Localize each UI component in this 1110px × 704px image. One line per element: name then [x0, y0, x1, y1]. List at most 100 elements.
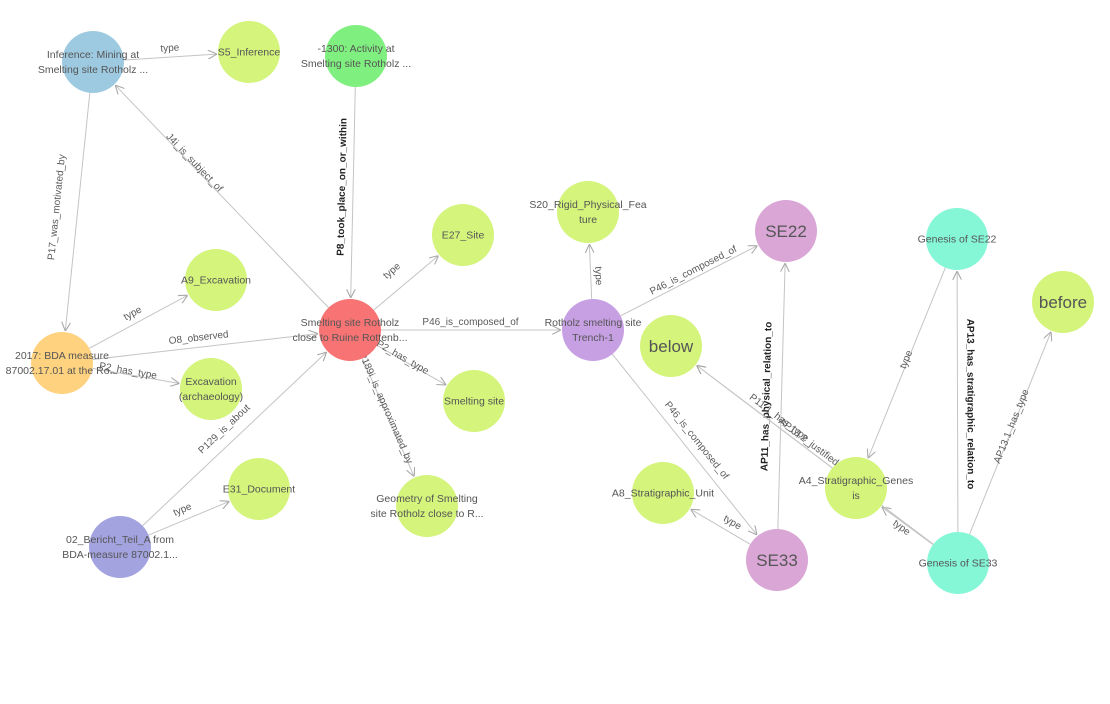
node-se22[interactable]: SE22 [755, 200, 817, 262]
node-circle[interactable] [825, 457, 887, 519]
node-label: Genesis of SE33 [919, 558, 998, 570]
node-label: 87002.17.01 at the Ro... [6, 365, 119, 377]
node-label: Trench-1 [572, 332, 614, 344]
node-label: before [1039, 293, 1087, 312]
node-label: close to Ruine Rottenb... [293, 332, 408, 344]
node-circle[interactable] [746, 529, 808, 591]
edge-trench-to-s20[interactable] [589, 245, 591, 300]
node-circle[interactable] [185, 249, 247, 311]
edge-inference-to-s5[interactable] [123, 54, 216, 61]
edge-bericht-to-e31[interactable] [148, 502, 229, 536]
node-label: A4_Stratigraphic_Genes [799, 475, 913, 487]
node-label: site Rotholz close to R... [370, 508, 483, 520]
edge-bda-to-site[interactable] [92, 334, 317, 360]
edge-genesis33-to-a4[interactable] [883, 508, 934, 546]
node-circle[interactable] [927, 532, 989, 594]
edge-bda-to-excavation[interactable] [92, 367, 179, 383]
node-label: SE22 [765, 222, 807, 241]
node-se33[interactable]: SE33 [746, 529, 808, 591]
edge-genesis22-to-a4[interactable] [868, 267, 946, 458]
node-circle[interactable] [180, 358, 242, 420]
node-circle[interactable] [325, 25, 387, 87]
node-circle[interactable] [1032, 271, 1094, 333]
edge-inference-to-bda[interactable] [65, 92, 91, 330]
node-label: Excavation [185, 376, 237, 388]
edge-bericht-to-site[interactable] [142, 353, 326, 527]
edge-label: P46_is_composed_of [422, 317, 518, 328]
edge-site-to-smelting[interactable] [376, 344, 445, 384]
edge-genesis33-to-below[interactable] [697, 366, 934, 545]
node-label: ture [579, 214, 597, 226]
edge-activity-to-site[interactable] [351, 86, 356, 297]
edge-label: type [592, 266, 604, 286]
node-excavation[interactable]: Excavation (archaeology) [179, 358, 243, 420]
node-label: Genesis of SE22 [918, 234, 997, 246]
node-label: BDA-measure 87002.1... [62, 549, 178, 561]
node-circle[interactable] [89, 516, 151, 578]
node-s5[interactable]: S5_Inference [218, 21, 281, 83]
edge-genesis33-to-genesis22[interactable] [957, 272, 958, 533]
node-a8[interactable]: A8_Stratigraphic_Unit [612, 462, 714, 524]
node-label: SE33 [756, 551, 798, 570]
node-circle[interactable] [443, 370, 505, 432]
edge-trench-to-se33[interactable] [611, 353, 756, 534]
edge-se33-to-a8[interactable] [691, 510, 751, 545]
node-label: Smelting site Rotholz ... [301, 58, 411, 70]
node-label: E27_Site [442, 230, 485, 242]
edge-label: P2_has_type [374, 339, 431, 378]
node-circle[interactable] [228, 458, 290, 520]
edge-site-to-inference[interactable] [116, 86, 329, 308]
node-circle[interactable] [632, 462, 694, 524]
node-label: Rotholz smelting site [545, 317, 642, 329]
node-below[interactable]: below [640, 315, 702, 377]
node-circle[interactable] [926, 208, 988, 270]
node-circle[interactable] [319, 299, 381, 361]
edge-label: type [172, 501, 194, 519]
node-e31[interactable]: E31_Document [223, 458, 295, 520]
node-e27[interactable]: E27_Site [432, 204, 494, 266]
node-label: is [852, 490, 860, 502]
node-circle[interactable] [557, 181, 619, 243]
edge-label: P46_is_composed_of [648, 244, 739, 298]
node-circle[interactable] [31, 332, 93, 394]
node-label: A9_Excavation [181, 275, 251, 287]
edge-label: J4i_is_subject_of [163, 131, 224, 194]
edge-trench-to-se22[interactable] [620, 246, 757, 317]
node-label: S5_Inference [218, 47, 281, 59]
edge-label: P189i_is_approximated_by [356, 351, 414, 466]
edge-label: type [381, 261, 403, 282]
node-genesis33[interactable]: Genesis of SE33 [919, 532, 998, 594]
edge-se33-to-se22[interactable] [777, 264, 785, 530]
edge-site-to-e27[interactable] [373, 256, 438, 311]
edge-site-to-geometry[interactable] [361, 358, 413, 475]
node-smelting[interactable]: Smelting site [443, 370, 505, 432]
node-label: Geometry of Smelting [376, 493, 478, 505]
node-a4[interactable]: A4_Stratigraphic_Genesis [799, 457, 913, 519]
node-circle[interactable] [562, 299, 624, 361]
node-circle[interactable] [396, 475, 458, 537]
node-before[interactable]: before [1032, 271, 1094, 333]
node-label: A8_Stratigraphic_Unit [612, 488, 714, 500]
node-genesis22[interactable]: Genesis of SE22 [918, 208, 997, 270]
edge-bda-to-a9[interactable] [89, 296, 187, 349]
node-circle[interactable] [218, 21, 280, 83]
node-label: (archaeology) [179, 391, 243, 403]
node-a9[interactable]: A9_Excavation [181, 249, 251, 311]
edge-label: AP13.1_has_type [992, 387, 1032, 465]
edge-label: P8_took_place_on_or_within [336, 118, 350, 256]
edge-genesis33-to-before[interactable] [969, 333, 1051, 535]
node-geometry[interactable]: Geometry of Smelting site Rotholz close t… [370, 475, 484, 537]
node-circle[interactable] [640, 315, 702, 377]
node-circle[interactable] [755, 200, 817, 262]
node-circle[interactable] [432, 204, 494, 266]
node-label: Smelting site Rotholz ... [38, 64, 148, 76]
node-circle[interactable] [62, 31, 124, 93]
